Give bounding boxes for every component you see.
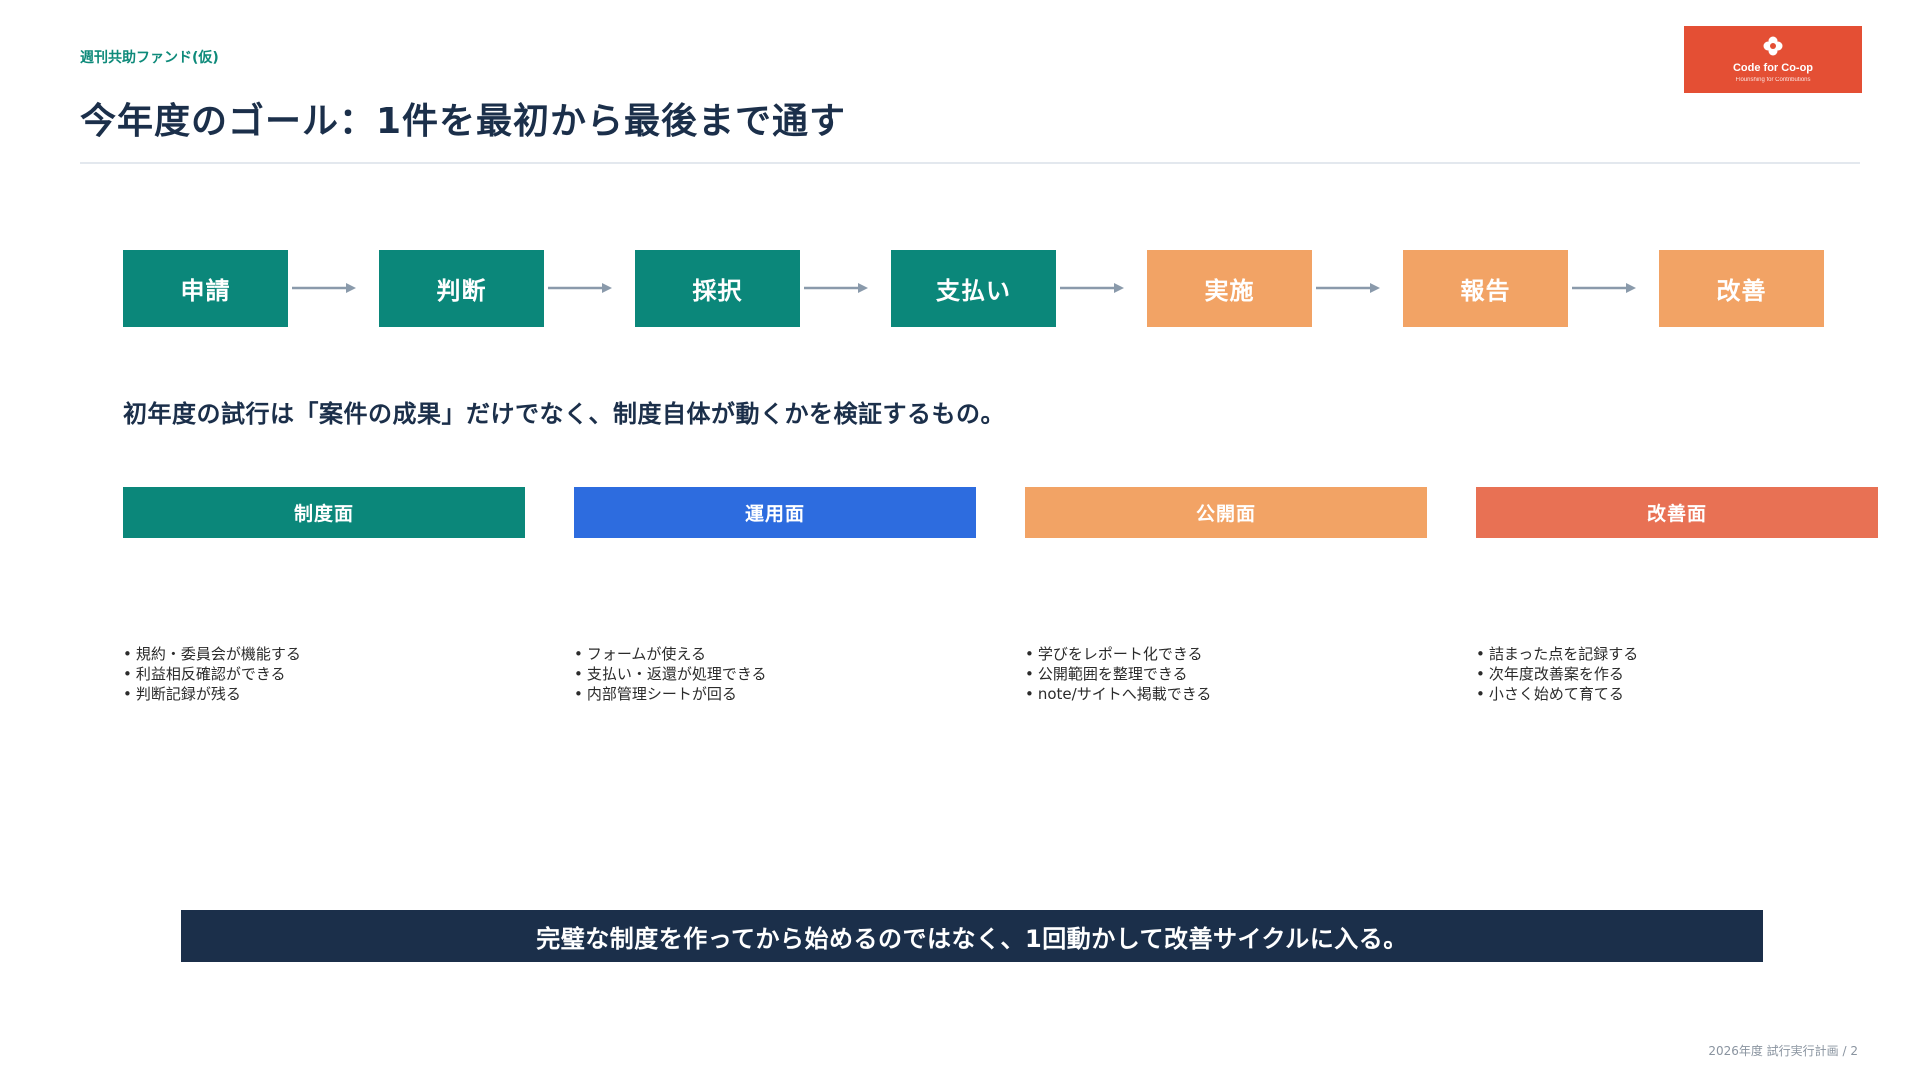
flow-step-adopt: 採択 (635, 250, 800, 327)
flow-step-judge: 判断 (379, 250, 544, 327)
page-number: 2026年度 試行実行計画 / 2 (1708, 1044, 1858, 1058)
list-item: note/サイトへ掲載できる (1025, 684, 1425, 704)
flow-step-execute: 実施 (1147, 250, 1312, 327)
aspect-header-system: 制度面 (123, 487, 525, 538)
aspect-header-operation: 運用面 (574, 487, 976, 538)
arrow-right-icon (1060, 283, 1124, 293)
list-item: 内部管理シートが回る (574, 684, 974, 704)
arrow-right-icon (1316, 283, 1380, 293)
list-item: 詰まった点を記録する (1476, 644, 1876, 664)
aspect-header-improvement: 改善面 (1476, 487, 1878, 538)
key-message-banner: 完璧な制度を作ってから始めるのではなく、1回動かして改善サイクルに入る。 (181, 910, 1763, 962)
aspect-list-improvement: 詰まった点を記録する 次年度改善案を作る 小さく始めて育てる (1476, 644, 1876, 704)
list-item: 支払い・返還が処理できる (574, 664, 974, 684)
arrow-right-icon (804, 283, 868, 293)
list-item: 小さく始めて育てる (1476, 684, 1876, 704)
list-item: 利益相反確認ができる (123, 664, 523, 684)
logo-tagline: Flourishing for Contributions (1735, 77, 1811, 83)
list-item: 公開範囲を整理できる (1025, 664, 1425, 684)
arrow-right-icon (1572, 283, 1636, 293)
list-item: 学びをレポート化できる (1025, 644, 1425, 664)
flower-icon (1763, 36, 1783, 56)
list-item: フォームが使える (574, 644, 974, 664)
section-label: 週刊共助ファンド(仮) (80, 50, 219, 66)
flow-step-payment: 支払い (891, 250, 1056, 327)
flow-step-apply: 申請 (123, 250, 288, 327)
flow-step-improve: 改善 (1659, 250, 1824, 327)
arrow-right-icon (548, 283, 612, 293)
list-item: 規約・委員会が機能する (123, 644, 523, 664)
logo: Code for Co-op Flourishing for Contribut… (1684, 26, 1862, 93)
aspect-header-publication: 公開面 (1025, 487, 1427, 538)
logo-name: Code for Co-op (1732, 62, 1814, 74)
intro-text: 初年度の試行は「案件の成果」だけでなく、制度自体が動くかを検証するもの。 (123, 400, 1005, 428)
aspect-list-operation: フォームが使える 支払い・返還が処理できる 内部管理シートが回る (574, 644, 974, 704)
aspect-list-publication: 学びをレポート化できる 公開範囲を整理できる note/サイトへ掲載できる (1025, 644, 1425, 704)
aspect-list-system: 規約・委員会が機能する 利益相反確認ができる 判断記録が残る (123, 644, 523, 704)
flow-step-report: 報告 (1403, 250, 1568, 327)
page-title: 今年度のゴール：1件を最初から最後まで通す (80, 101, 847, 142)
arrow-right-icon (292, 283, 356, 293)
title-divider (80, 162, 1860, 164)
list-item: 次年度改善案を作る (1476, 664, 1876, 684)
list-item: 判断記録が残る (123, 684, 523, 704)
